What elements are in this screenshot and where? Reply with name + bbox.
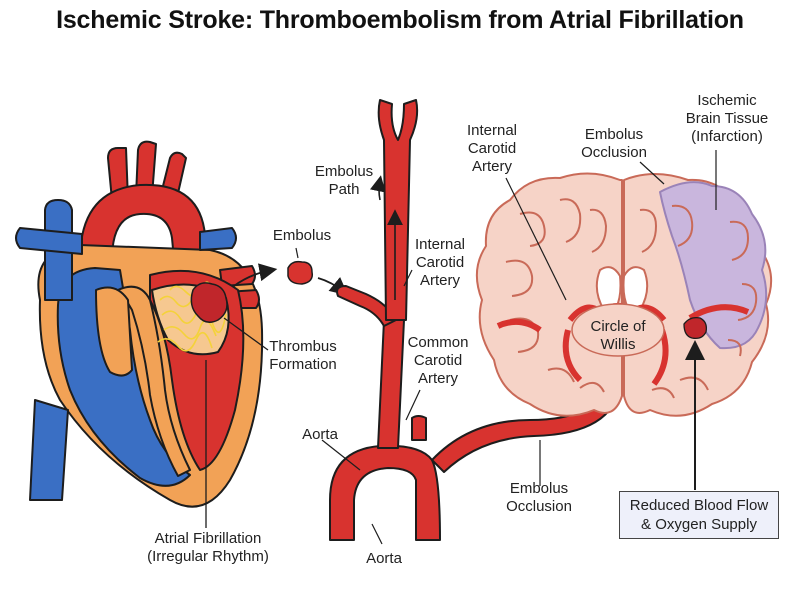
label-ischemic-brain-tissue: Ischemic Brain Tissue (Infarction) [672, 92, 782, 146]
embolus-occlusion-top-pointer [639, 161, 665, 185]
aorta-lower-pointer [371, 523, 383, 545]
heart-right-chambers [56, 267, 191, 487]
inferior-vena-cava [29, 399, 69, 501]
label-icl-line-3: Artery [419, 272, 460, 289]
label-icl-line-2: Carotid [415, 254, 465, 271]
label-ict-line-1: Internal [466, 122, 518, 139]
label-tf-line-1: Thrombus [269, 338, 337, 355]
label-embolus-occlusion-top: Embolus Occlusion [572, 126, 656, 162]
label-common-carotid: Common Carotid Artery [398, 334, 478, 388]
brain-left-hemisphere [475, 172, 623, 417]
label-rf-line-2: & Oxygen Supply [641, 516, 757, 533]
gyri-right [639, 204, 758, 399]
label-eot-line-1: Embolus [584, 126, 644, 143]
label-aorta-upper: Aorta [302, 426, 338, 443]
pulmonary-vein-1 [219, 265, 256, 287]
label-cc-line-3: Artery [417, 370, 458, 387]
label-embolus-occlusion-bottom: Embolus Occlusion [496, 480, 582, 516]
label-cc-line-1: Common [407, 334, 469, 351]
label-embolus: Embolus [272, 227, 332, 244]
brain-occlusion [683, 316, 708, 340]
heart-top-vessel-2 [135, 140, 157, 197]
label-cow-line-1: Circle of [590, 318, 646, 335]
label-cc-line-2: Carotid [413, 352, 463, 369]
label-embolus-path: Embolus Path [304, 163, 384, 199]
right-atrium-wall [95, 286, 133, 377]
internal-carotid-left-pointer [403, 269, 413, 287]
internal-carotid-top-pointer [505, 177, 567, 301]
label-aorta-lower: Aorta [366, 550, 402, 567]
brain [475, 172, 773, 417]
label-tf-line-2: Formation [269, 356, 337, 373]
label-ibt-line-1: Ischemic [697, 92, 757, 109]
embolus-path-arrow [369, 175, 386, 201]
common-carotid-pointer [405, 389, 421, 421]
label-thrombus-formation: Thrombus Formation [262, 338, 344, 374]
heart-septum [117, 285, 191, 477]
label-af-line-2: (Irregular Rhythm) [147, 548, 269, 565]
label-ibt-line-2: Brain Tissue [685, 110, 769, 127]
label-internal-carotid-top: Internal Carotid Artery [456, 122, 528, 176]
label-eob-line-2: Occlusion [506, 498, 572, 515]
label-eob-line-1: Embolus [509, 480, 569, 497]
label-internal-carotid-left: Internal Carotid Artery [404, 236, 476, 290]
pulmonary-artery-left [15, 227, 83, 255]
label-ibt-line-3: (Infarction) [691, 128, 763, 145]
label-af-line-1: Atrial Fibrillation [154, 530, 262, 547]
thrombus-formation-pointer [223, 317, 269, 351]
label-icl-line-1: Internal [414, 236, 466, 253]
label-ict-line-3: Artery [471, 158, 512, 175]
pulmonary-artery-right [199, 227, 237, 251]
reduced-flow-box: Reduced Blood Flow & Oxygen Supply [619, 491, 779, 539]
aorta-upper-pointer [321, 439, 361, 471]
circle-of-willis [571, 303, 665, 357]
label-eot-line-2: Occlusion [581, 144, 647, 161]
embolus [287, 260, 314, 285]
label-atrial-fibrillation: Atrial Fibrillation (Irregular Rhythm) [130, 530, 286, 566]
label-embolus-path-line-1: Embolus [314, 163, 374, 180]
embolus-pointer [295, 247, 299, 259]
label-rf-line-1: Reduced Blood Flow [629, 497, 769, 514]
aorta [329, 444, 441, 541]
heart [15, 140, 264, 508]
diagram-title: Ischemic Stroke: Thromboembolism from At… [56, 6, 744, 34]
label-embolus-path-line-2: Path [328, 181, 360, 198]
heart-top-vessel-1 [107, 147, 129, 201]
label-ict-line-2: Carotid [467, 140, 517, 157]
aorta-side-branch [411, 415, 427, 441]
thrombus [190, 282, 228, 323]
label-cow-line-2: Willis [600, 336, 636, 353]
heart-to-embolus-arrow [233, 263, 278, 287]
label-circle-of-willis: Circle of Willis [578, 318, 658, 354]
